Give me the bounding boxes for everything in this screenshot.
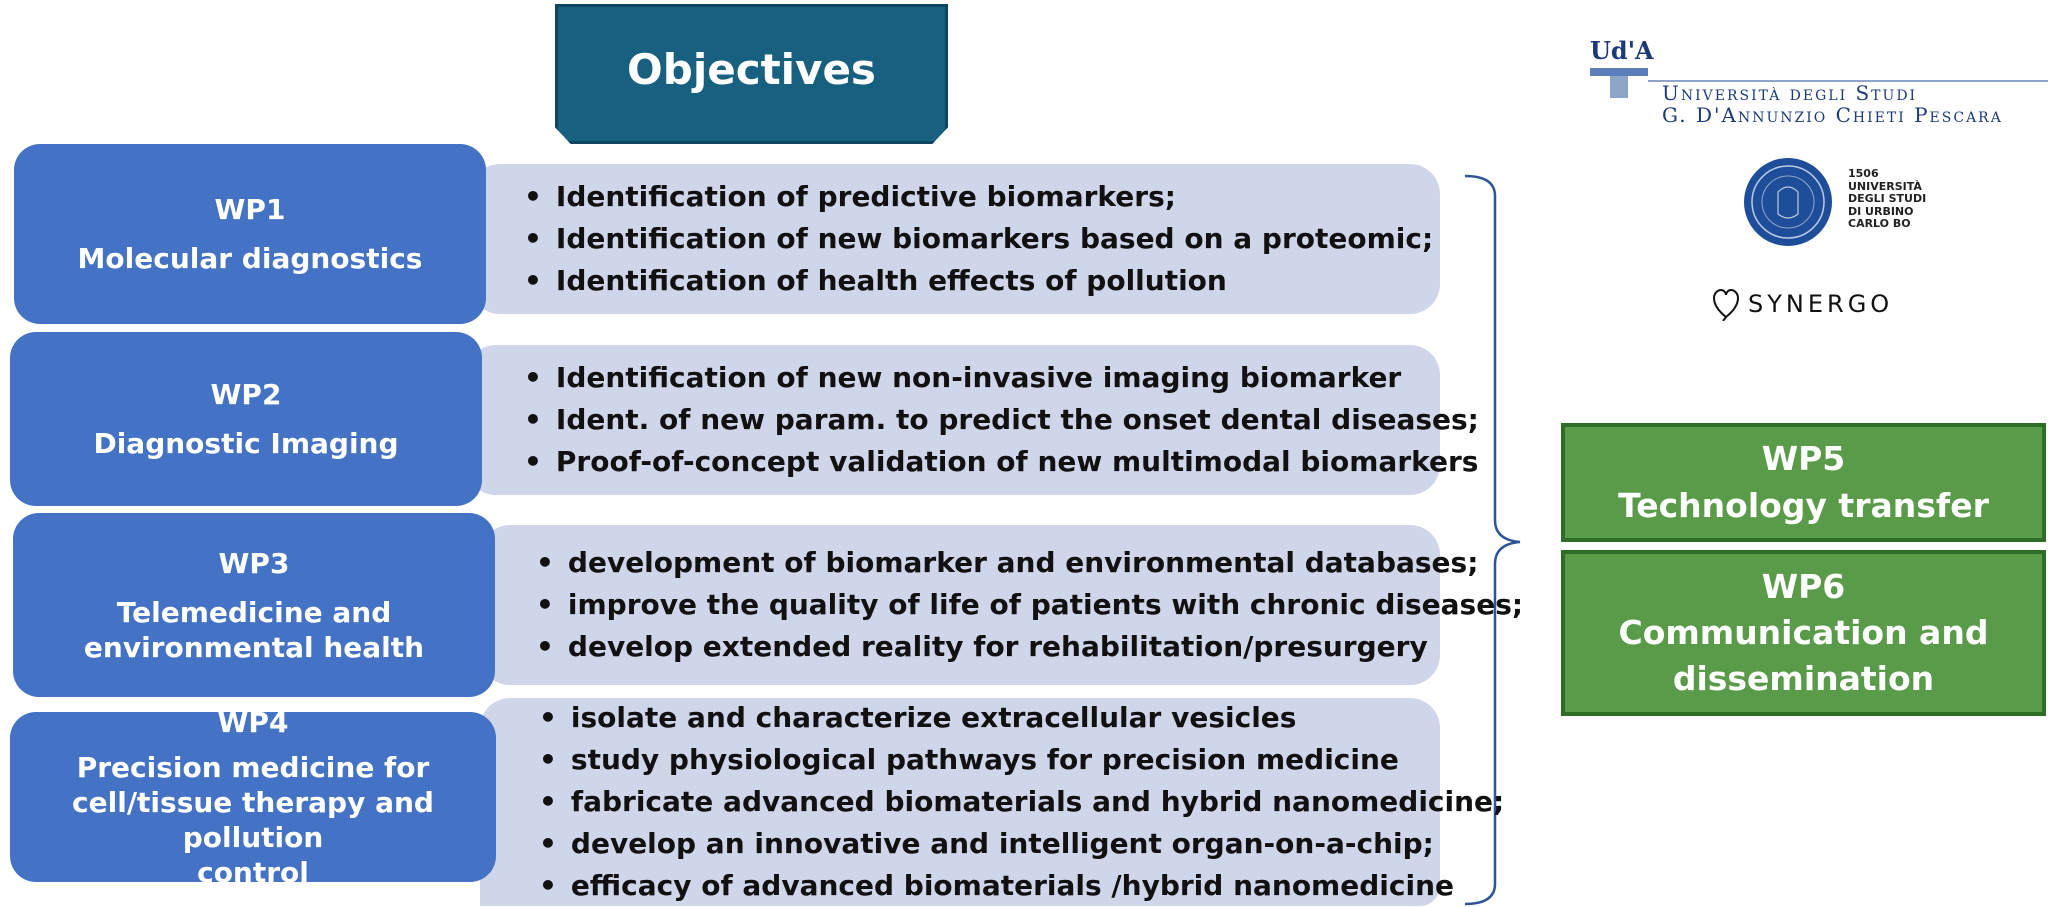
- wp2-objective: Proof-of-concept validation of new multi…: [524, 441, 1479, 483]
- wp2-objectives-panel: Identification of new non-invasive imagi…: [466, 345, 1479, 495]
- wp4-objectives-panel: isolate and characterize extracellular v…: [480, 697, 1504, 907]
- wp4-title: Precision medicine for cell/tissue thera…: [72, 750, 434, 889]
- wp2-objective: Ident. of new param. to predict the onse…: [524, 399, 1479, 441]
- wp6-title: Communication and dissemination: [1618, 612, 1989, 699]
- wp2-title: Diagnostic Imaging: [93, 427, 399, 460]
- wp1-objective: Identification of new biomarkers based o…: [524, 218, 1440, 260]
- uda-line2: G. D'Annunzio Chieti Pescara: [1662, 103, 2003, 127]
- wp1-objective: Identification of health effects of poll…: [524, 260, 1440, 302]
- wp1-box: WP1 Molecular diagnostics: [14, 144, 486, 324]
- urbino-line: DI URBINO: [1848, 204, 1914, 218]
- urbino-line: CARLO BO: [1848, 217, 1911, 230]
- wp1-title: Molecular diagnostics: [77, 242, 423, 275]
- uda-mark: Ud'A: [1590, 36, 1654, 65]
- wp2-id: WP2: [210, 378, 282, 411]
- uda-line1: Università degli Studi: [1662, 81, 1918, 105]
- wp3-objective: development of biomarker and environment…: [536, 542, 1479, 584]
- wp1-objectives-panel: Identification of predictive biomarkers;…: [470, 164, 1440, 314]
- wp3-id: WP3: [218, 546, 290, 580]
- wp5-id: WP5: [1761, 439, 1846, 479]
- wp4-objective: study physiological pathways for precisi…: [539, 739, 1440, 781]
- wp6-box: WP6 Communication and dissemination: [1561, 550, 2046, 716]
- wp4-objective: fabricate advanced biomaterials and hybr…: [539, 781, 1504, 823]
- wp4-box: WP4 Precision medicine for cell/tissue t…: [10, 706, 496, 889]
- wp1-id: WP1: [214, 193, 286, 226]
- wp3-title: Telemedicine and environmental health: [83, 595, 425, 664]
- wp4-objective: efficacy of advanced biomaterials /hybri…: [539, 865, 1454, 907]
- objectives-header: Objectives: [555, 4, 948, 144]
- wp2-objective: Identification of new non-invasive imagi…: [524, 357, 1440, 399]
- objectives-title: Objectives: [627, 45, 876, 94]
- wp1-objective: Identification of predictive biomarkers;: [524, 176, 1440, 218]
- uda-name: Università degli Studi G. D'Annunzio Chi…: [1662, 82, 2003, 126]
- urbino-seal-icon: [1744, 158, 1832, 246]
- wp5-box: WP5 Technology transfer: [1561, 423, 2046, 542]
- wp2-box: WP2 Diagnostic Imaging: [10, 332, 482, 506]
- urbino-line: DEGLI STUDI: [1848, 192, 1927, 205]
- wp3-objectives-panel: development of biomarker and environment…: [480, 525, 1523, 685]
- wp5-title: Technology transfer: [1618, 485, 1989, 525]
- urbino-year: 1506: [1848, 167, 1879, 180]
- heart-icon: [1712, 288, 1740, 321]
- wp4-id: WP4: [217, 705, 289, 739]
- grouping-brace: [1464, 174, 1521, 906]
- urbino-logo-text: 1506 UNIVERSITÀ DEGLI STUDI DI URBINO CA…: [1848, 167, 1927, 231]
- wp6-id: WP6: [1761, 566, 1846, 606]
- wp3-box: WP3 Telemedicine and environmental healt…: [13, 513, 495, 697]
- wp3-objective: improve the quality of life of patients …: [536, 584, 1523, 626]
- wp4-objective: isolate and characterize extracellular v…: [539, 697, 1440, 739]
- synergo-name: SYNERGO: [1748, 290, 1894, 318]
- urbino-line: UNIVERSITÀ: [1848, 179, 1922, 193]
- wp3-objective: develop extended reality for rehabilitat…: [536, 626, 1440, 668]
- uda-rule: [1648, 80, 2048, 82]
- synergo-logo: SYNERGO: [1712, 287, 1893, 321]
- wp4-objective: develop an innovative and intelligent or…: [539, 823, 1440, 865]
- uda-logo: Ud'A: [1590, 36, 1654, 100]
